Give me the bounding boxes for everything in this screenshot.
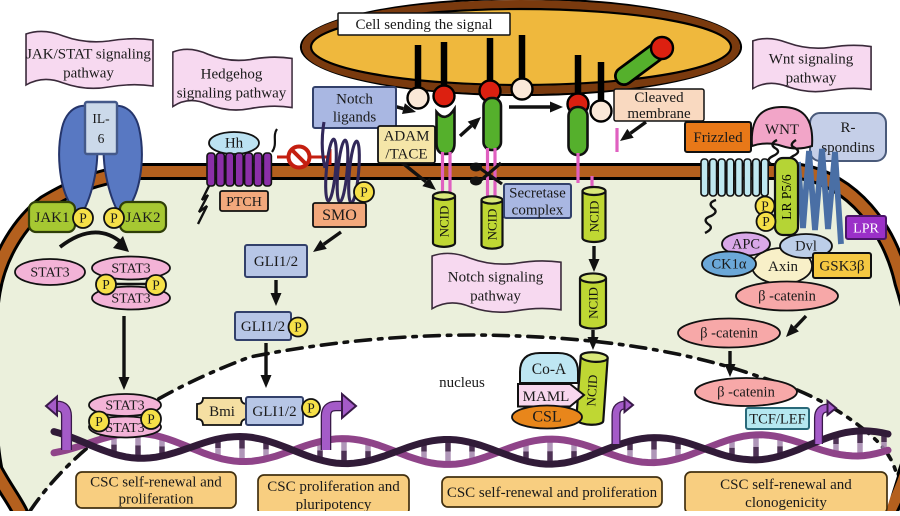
svg-text:ADAM: ADAM xyxy=(384,129,430,145)
svg-text:proliferation: proliferation xyxy=(119,492,194,508)
svg-text:clonogenicity: clonogenicity xyxy=(745,495,827,511)
svg-text:NCID: NCID xyxy=(586,287,601,319)
svg-text:Axin: Axin xyxy=(768,259,799,275)
svg-text:P: P xyxy=(307,401,315,416)
svg-text:CSC self-renewal and prolifera: CSC self-renewal and proliferation xyxy=(447,485,658,501)
svg-text:signaling pathway: signaling pathway xyxy=(177,86,287,102)
svg-text:CSC self-renewal and: CSC self-renewal and xyxy=(90,475,222,491)
svg-text:P: P xyxy=(294,320,302,335)
svg-text:SMO: SMO xyxy=(322,207,357,224)
svg-text:JAK/STAT signaling: JAK/STAT signaling xyxy=(26,47,151,63)
svg-text:STAT3: STAT3 xyxy=(105,399,144,414)
svg-text:/TACE: /TACE xyxy=(385,147,427,163)
svg-text:STAT3: STAT3 xyxy=(111,292,150,307)
svg-text:P: P xyxy=(110,211,118,226)
svg-text:nucleus: nucleus xyxy=(439,375,485,391)
svg-text:STAT3: STAT3 xyxy=(105,421,144,436)
svg-text:spondins: spondins xyxy=(821,140,875,156)
svg-text:R-: R- xyxy=(841,120,856,136)
svg-text:JAK1: JAK1 xyxy=(34,210,69,226)
svg-text:β -catenin: β -catenin xyxy=(700,326,758,342)
svg-text:GSK3β: GSK3β xyxy=(819,259,864,275)
svg-text:6: 6 xyxy=(98,131,105,146)
svg-text:Hh: Hh xyxy=(225,136,244,152)
svg-text:P: P xyxy=(761,199,769,214)
svg-text:P: P xyxy=(152,278,160,293)
svg-text:Co-A: Co-A xyxy=(532,361,567,378)
svg-text:Hedgehog: Hedgehog xyxy=(201,67,263,83)
svg-text:Cleaved: Cleaved xyxy=(634,90,684,106)
svg-text:TCF/LEF: TCF/LEF xyxy=(749,412,805,428)
svg-text:NCID: NCID xyxy=(437,206,452,238)
svg-text:Notch signaling: Notch signaling xyxy=(448,270,544,286)
svg-text:CSC self-renewal and: CSC self-renewal and xyxy=(720,477,852,493)
svg-text:PTCH: PTCH xyxy=(226,195,262,210)
svg-text:GLI1/2: GLI1/2 xyxy=(241,319,285,335)
svg-text:P: P xyxy=(360,185,368,200)
svg-text:IL-: IL- xyxy=(92,111,110,126)
svg-text:GLI1/2: GLI1/2 xyxy=(254,254,298,270)
svg-text:GLI1/2: GLI1/2 xyxy=(252,404,296,420)
svg-text:P: P xyxy=(762,214,770,229)
svg-text:pathway: pathway xyxy=(63,66,114,82)
svg-text:Secretase: Secretase xyxy=(509,186,566,202)
svg-text:P: P xyxy=(102,277,110,292)
svg-text:CSC proliferation and: CSC proliferation and xyxy=(267,479,400,495)
svg-text:LR P5/6: LR P5/6 xyxy=(779,174,794,220)
svg-text:Notch: Notch xyxy=(336,92,373,108)
svg-text:P: P xyxy=(95,414,103,429)
svg-text:Frizzled: Frizzled xyxy=(693,130,743,146)
svg-text:NCID: NCID xyxy=(485,209,500,241)
svg-text:pluripotency: pluripotency xyxy=(296,497,372,511)
svg-text:P: P xyxy=(147,412,155,427)
svg-text:CSL: CSL xyxy=(532,409,561,426)
svg-text:MAML: MAML xyxy=(523,389,570,405)
svg-text:pathway: pathway xyxy=(470,289,521,305)
svg-text:Cell sending the signal: Cell sending the signal xyxy=(355,17,492,33)
svg-text:NCID: NCID xyxy=(583,374,600,407)
svg-text:STAT3: STAT3 xyxy=(111,262,150,277)
svg-text:P: P xyxy=(79,211,87,226)
svg-text:β -catenin: β -catenin xyxy=(717,385,775,401)
svg-text:STAT3: STAT3 xyxy=(30,266,69,281)
svg-text:NCID: NCID xyxy=(587,201,602,233)
svg-text:pathway: pathway xyxy=(786,71,837,87)
svg-text:ligands: ligands xyxy=(333,110,376,126)
svg-text:complex: complex xyxy=(512,203,564,219)
svg-text:membrane: membrane xyxy=(627,106,691,122)
svg-text:JAK2: JAK2 xyxy=(125,210,160,226)
svg-text:LPR: LPR xyxy=(853,222,879,237)
svg-text:Wnt signaling: Wnt signaling xyxy=(769,52,854,68)
svg-text:CK1α: CK1α xyxy=(712,257,747,273)
svg-text:WNT: WNT xyxy=(765,122,799,138)
svg-text:Bmi: Bmi xyxy=(209,404,235,420)
svg-text:Dvl: Dvl xyxy=(795,239,817,255)
svg-text:APC: APC xyxy=(732,237,760,253)
svg-text:β -catenin: β -catenin xyxy=(758,289,816,305)
